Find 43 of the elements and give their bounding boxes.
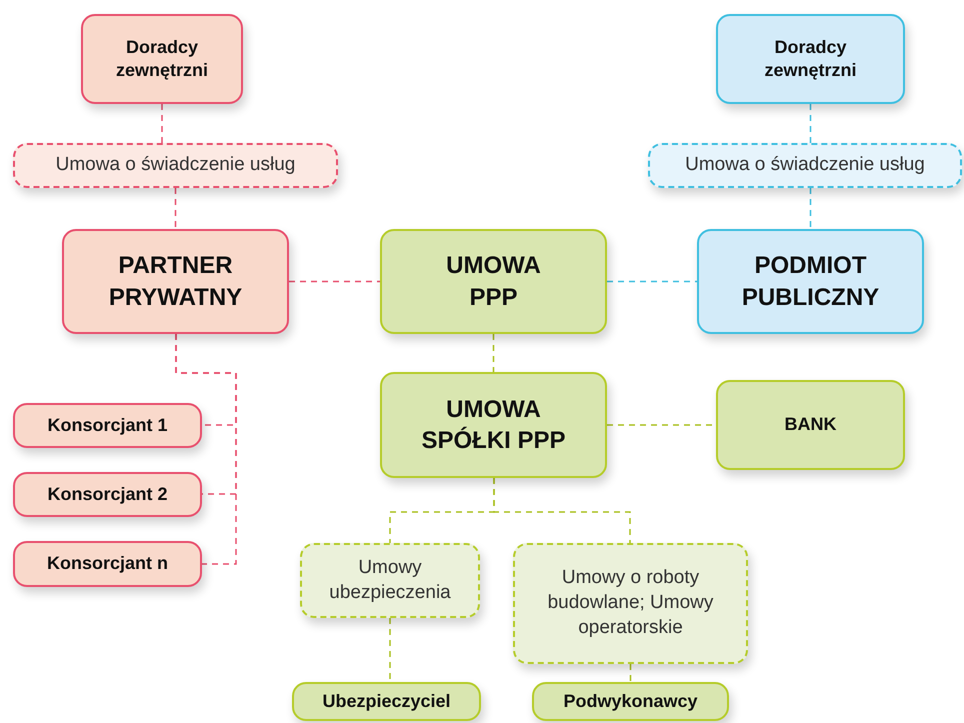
connector-line: [630, 664, 632, 682]
contract-box: [13, 143, 338, 188]
box-label: UMOWA SPÓŁKI PPP: [420, 394, 567, 456]
box-label: UMOWA PPP: [445, 251, 542, 312]
entity-box: [380, 372, 607, 478]
box-label: Umowa o świadczenie usług: [56, 153, 296, 178]
connector-line: [161, 104, 163, 143]
connector-line: [607, 280, 697, 282]
box-label: Konsorcjant 1: [47, 414, 168, 437]
box-label: Podwykonawcy: [563, 690, 698, 713]
box-label: PARTNER PRYWATNY: [108, 251, 244, 312]
box-label: Umowa o świadczenie usług: [685, 153, 925, 178]
connector-line: [289, 280, 380, 282]
connector-line: [810, 188, 812, 229]
connector-line: [810, 104, 812, 143]
connector-line: [175, 334, 237, 565]
entity-box: [697, 229, 924, 334]
box-label: PODMIOT PUBLICZNY: [740, 251, 880, 312]
entity-box: [380, 229, 607, 334]
contract-box: [648, 143, 962, 188]
box-label: Ubezpieczyciel: [322, 690, 451, 713]
connector-line: [389, 618, 391, 682]
connector-line: [174, 188, 176, 229]
contract-box: [300, 543, 480, 618]
box-label: Doradcy zewnętrzni: [114, 36, 209, 82]
entity-box: [62, 229, 289, 334]
box-label: Umowy ubezpieczenia: [328, 556, 452, 604]
entity-box: [13, 541, 202, 587]
box-label: Konsorcjant 2: [47, 482, 168, 506]
box-label: BANK: [784, 413, 836, 436]
box-label: Konsorcjant n: [46, 552, 168, 576]
entity-box: [716, 380, 905, 470]
box-label: Umowy o roboty budowlane; Umowy operatorskie: [546, 566, 714, 640]
entity-box: [716, 14, 905, 104]
entity-box: [81, 14, 243, 104]
box-label: Doradcy zewnętrzni: [763, 36, 858, 82]
contract-box: [513, 543, 748, 664]
entity-box: [532, 682, 729, 721]
connector-line: [493, 478, 631, 543]
connector-line: [492, 334, 494, 372]
entity-box: [292, 682, 481, 721]
entity-box: [13, 403, 202, 448]
entity-box: [13, 472, 202, 517]
